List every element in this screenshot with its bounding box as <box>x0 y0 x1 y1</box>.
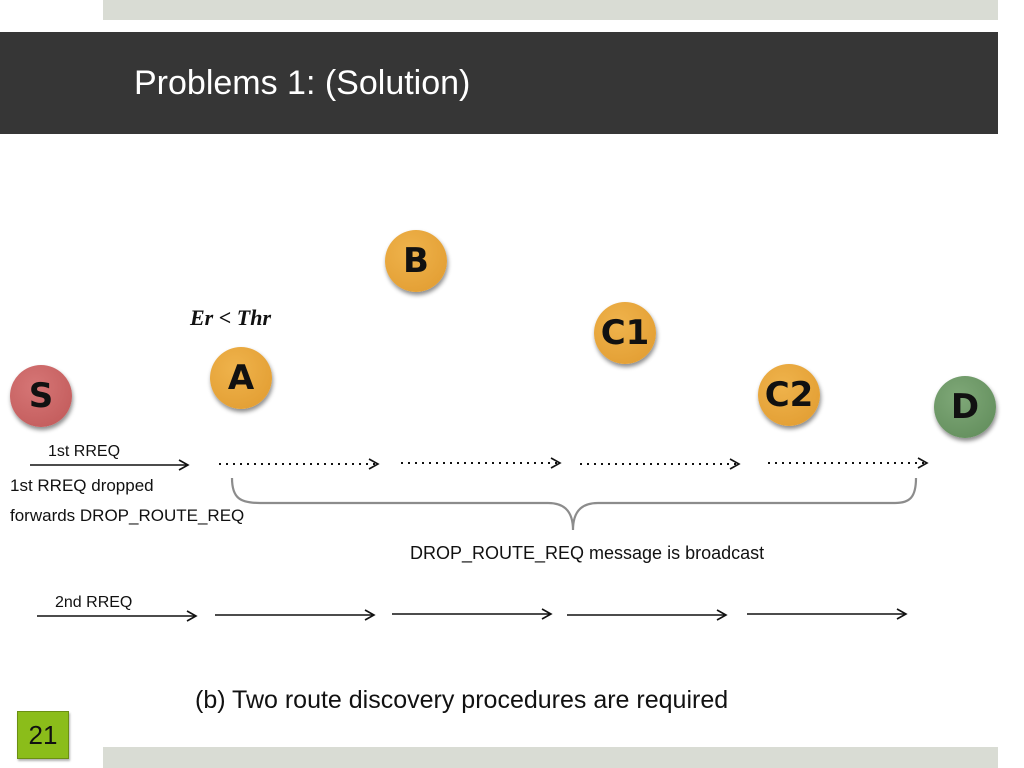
node-s: S <box>10 365 72 427</box>
node-c2: C2 <box>758 364 820 426</box>
slide-title: Problems 1: (Solution) <box>134 64 471 102</box>
node-c1: C1 <box>594 302 656 364</box>
first-rreq-dropped-label: 1st RREQ dropped <box>10 476 154 495</box>
node-d: D <box>934 376 996 438</box>
top-decor-band <box>103 0 998 20</box>
energy-threshold-label: Er < Thr <box>190 305 272 330</box>
node-a: A <box>210 347 272 409</box>
page-number-badge: 21 <box>17 711 69 759</box>
second-rreq-label: 2nd RREQ <box>55 594 133 611</box>
first-rreq-label: 1st RREQ <box>48 443 121 460</box>
bottom-decor-band <box>103 747 998 768</box>
forwards-drop-label: forwards DROP_ROUTE_REQ <box>10 506 245 525</box>
node-b: B <box>385 230 447 292</box>
broadcast-label: DROP_ROUTE_REQ message is broadcast <box>410 543 765 563</box>
slide-header <box>0 32 998 134</box>
broadcast-brace <box>230 477 918 531</box>
slide-caption: (b) Two route discovery procedures are r… <box>195 686 729 714</box>
